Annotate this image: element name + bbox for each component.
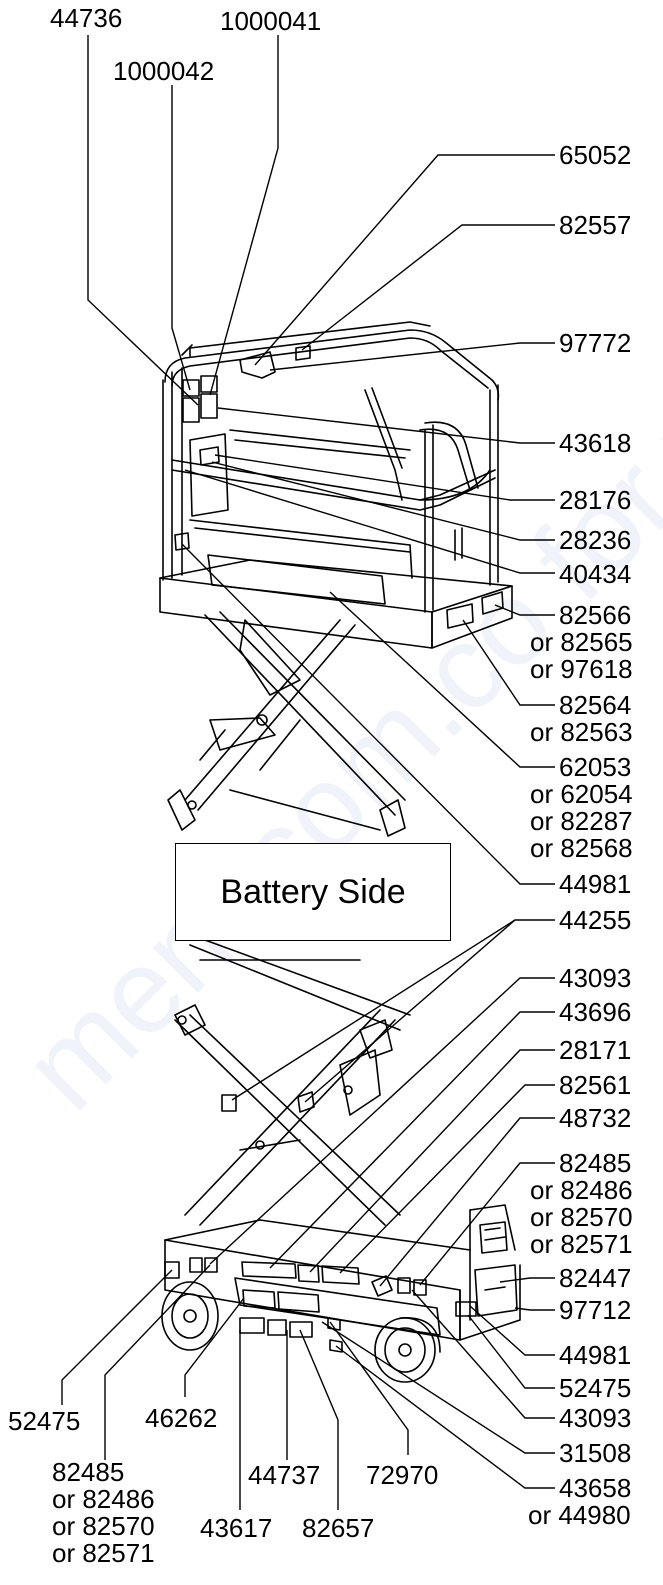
leader-44255-b	[304, 919, 516, 1103]
battery-side-caption: Battery Side	[175, 843, 451, 941]
label-82447: 82447	[559, 1263, 632, 1293]
label-48732: 48732	[559, 1103, 632, 1133]
leader-82447	[499, 1277, 555, 1283]
leader-43093a	[209, 977, 555, 1265]
label-43093-top: 43093	[559, 963, 632, 993]
label-40434: 40434	[559, 559, 632, 589]
leader-40434	[184, 469, 555, 574]
label-1000042: 1000042	[113, 56, 215, 86]
leader-44981a	[181, 543, 555, 885]
label-31508: 31508	[559, 1438, 632, 1468]
leader-1000042	[171, 85, 191, 391]
label-43696: 43696	[559, 997, 632, 1027]
label-62053-alt2: or 82287	[530, 806, 633, 836]
label-44255: 44255	[559, 905, 632, 935]
label-82566-alt1: or 82565	[530, 627, 633, 657]
caption-text: Battery Side	[220, 872, 406, 911]
leader-28171	[309, 1049, 555, 1273]
label-82485-right-alt2: or 82570	[530, 1202, 633, 1232]
label-46262: 46262	[145, 1403, 218, 1433]
leader-28176	[214, 454, 555, 501]
leader-28236	[211, 461, 555, 541]
label-52475-right: 52475	[559, 1373, 632, 1403]
leader-43618	[217, 407, 555, 444]
leader-52475r	[467, 1314, 555, 1389]
label-28236: 28236	[559, 525, 632, 555]
label-82485-right-alt1: or 82486	[530, 1175, 633, 1205]
label-43658: 43658	[559, 1473, 632, 1503]
leader-44255-a	[231, 919, 555, 1101]
leader-1000041	[209, 35, 279, 396]
leader-48732	[379, 1117, 555, 1287]
label-28171: 28171	[559, 1035, 632, 1065]
scissor-arms-lower	[174, 939, 411, 1226]
scissor-arms-upper	[167, 611, 406, 837]
leader-46262	[184, 1297, 245, 1397]
leader-72970	[329, 1321, 409, 1455]
leader-82657	[299, 1329, 339, 1510]
label-82485-right-alt3: or 82571	[530, 1229, 633, 1259]
leader-31508	[321, 1321, 555, 1454]
label-82485-left-alt2: or 82570	[52, 1511, 155, 1541]
label-97772: 97772	[559, 328, 632, 358]
leader-82557	[301, 224, 555, 351]
leader-44736	[87, 35, 199, 406]
label-82557: 82557	[559, 210, 632, 240]
label-82566: 82566	[559, 600, 632, 630]
label-82485-left-alt1: or 82486	[52, 1484, 155, 1514]
label-82657: 82657	[302, 1513, 375, 1543]
label-52475-left: 52475	[8, 1406, 81, 1436]
label-82566-alt2: or 97618	[530, 654, 633, 684]
label-44737: 44737	[248, 1460, 321, 1490]
leader-65052	[254, 154, 555, 366]
label-44981-top: 44981	[559, 869, 632, 899]
leader-43696	[269, 1011, 555, 1269]
label-82564: 82564	[559, 690, 632, 720]
leader-lines	[61, 35, 555, 1510]
label-82564-alt1: or 82563	[530, 717, 633, 747]
leader-97772	[269, 342, 555, 371]
leader-52475l	[61, 1269, 173, 1405]
chassis-drawing	[161, 1204, 521, 1383]
leader-82566	[494, 604, 555, 616]
leader-82564	[462, 619, 555, 706]
label-97712: 97712	[559, 1295, 632, 1325]
label-72970: 72970	[366, 1460, 439, 1490]
leader-97712	[514, 1307, 555, 1311]
leader-43658	[335, 1345, 555, 1489]
leader-43093b	[411, 1289, 555, 1419]
leader-44981b	[469, 1305, 555, 1356]
label-82485-right: 82485	[559, 1148, 632, 1178]
label-28176: 28176	[559, 485, 632, 515]
platform-drawing	[159, 321, 513, 649]
label-44981-bottom: 44981	[559, 1340, 632, 1370]
label-62053-alt1: or 62054	[530, 779, 633, 809]
leader-82485r	[419, 1162, 555, 1286]
leader-82561	[339, 1084, 555, 1274]
leader-82485l	[104, 1264, 211, 1460]
label-82561: 82561	[559, 1070, 632, 1100]
label-44736: 44736	[50, 3, 123, 33]
label-62053-alt3: or 82568	[530, 833, 633, 863]
label-82485-left-alt3: or 82571	[52, 1538, 155, 1568]
label-82485-left: 82485	[52, 1457, 125, 1487]
label-62053: 62053	[559, 752, 632, 782]
label-1000041: 1000041	[220, 6, 322, 36]
label-43658-alt1: or 44980	[528, 1500, 631, 1530]
label-65052: 65052	[559, 140, 632, 170]
leader-62053	[329, 591, 555, 768]
label-43617: 43617	[200, 1513, 273, 1543]
label-43618: 43618	[559, 428, 632, 458]
label-43093-bottom: 43093	[559, 1403, 632, 1433]
